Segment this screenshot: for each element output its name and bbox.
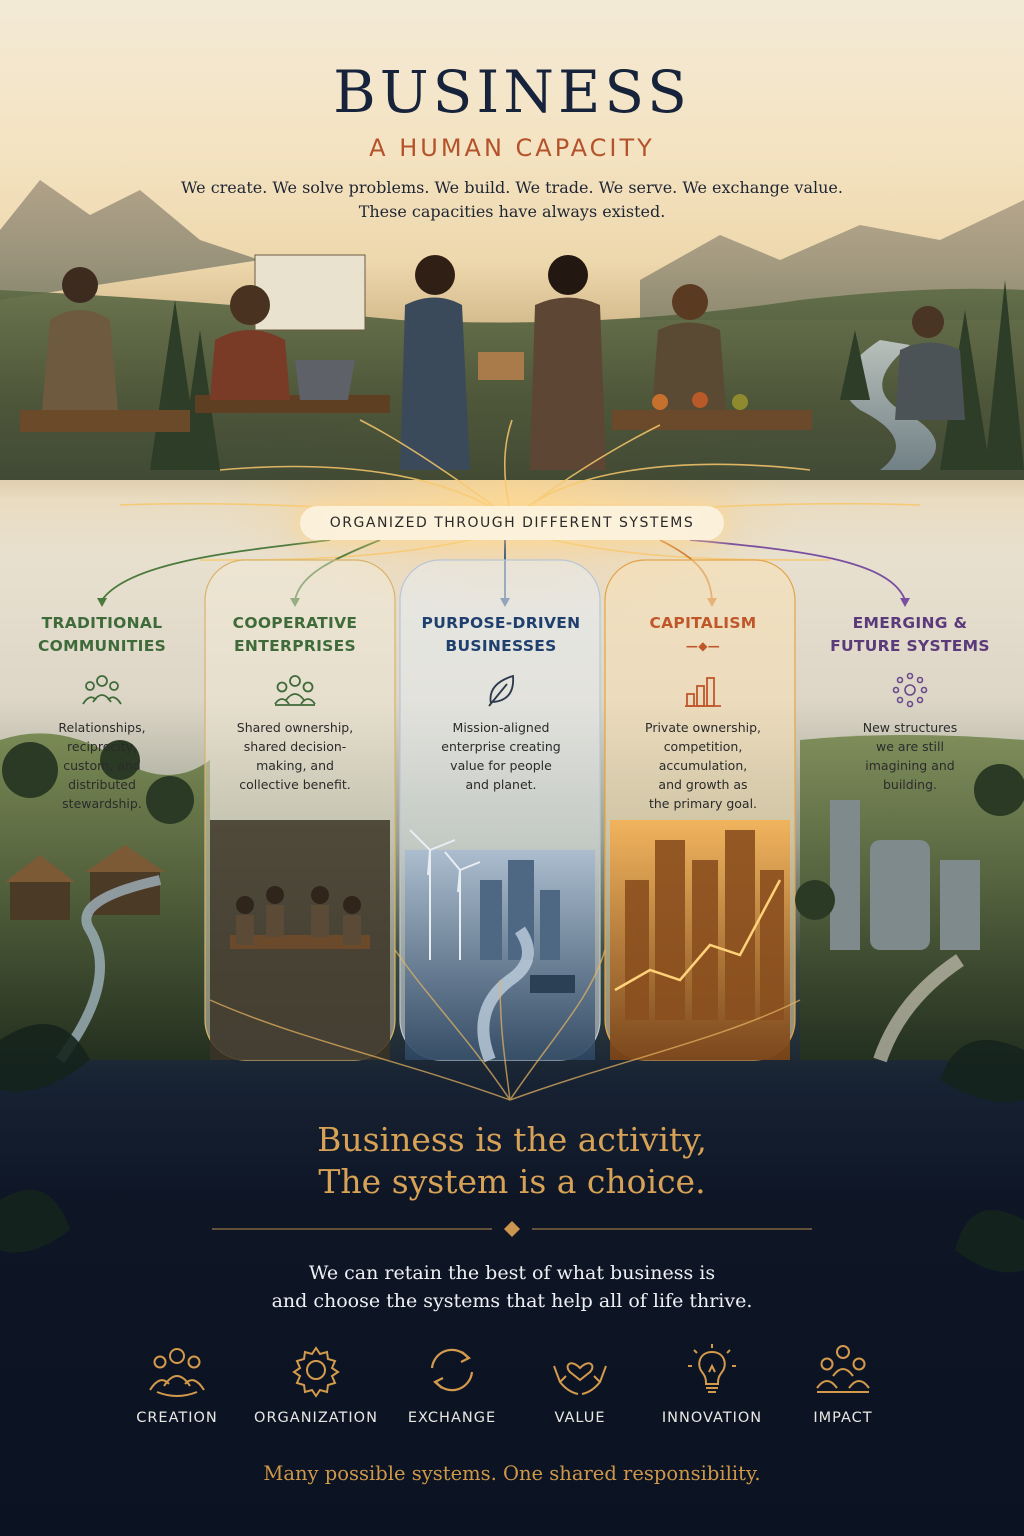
- pillar-value: VALUE: [505, 1342, 655, 1426]
- system-desc-line: custom, and: [63, 758, 141, 773]
- lightbulb-icon: [688, 1344, 736, 1393]
- system-name-line-1: CAPITALISM: [649, 614, 757, 632]
- system-name-line-2: —◆—: [685, 639, 721, 653]
- community-people-icon: [82, 675, 122, 705]
- heart-hands-icon: [553, 1362, 607, 1395]
- system-desc-line: distributed: [68, 777, 136, 792]
- system-desc-line: stewardship.: [62, 796, 142, 811]
- system-name-line-1: COOPERATIVE: [232, 614, 358, 632]
- system-name-line-2: COMMUNITIES: [37, 637, 167, 655]
- people-community-icon: [816, 1345, 870, 1393]
- system-desc-line: and planet.: [465, 777, 537, 792]
- systems-banner: ORGANIZED THROUGH DIFFERENT SYSTEMS: [300, 506, 724, 540]
- system-desc-line: we are still: [876, 739, 944, 754]
- system-name-line-2: BUSINESSES: [445, 637, 557, 655]
- pillar-label: INNOVATION: [661, 1410, 763, 1426]
- people-figures: [20, 254, 965, 470]
- system-desc-line: collective benefit.: [239, 777, 351, 792]
- system-name-line-2: ENTERPRISES: [234, 637, 356, 655]
- system-traditional-communities: TRADITIONAL COMMUNITIES Relationships, r…: [7, 612, 197, 813]
- system-desc-line: Shared ownership,: [236, 720, 354, 735]
- page-subtitle: A HUMAN CAPACITY: [369, 134, 655, 162]
- gear-icon: [292, 1346, 340, 1398]
- system-capitalism: CAPITALISM —◆— Private ownership, compet…: [608, 612, 798, 813]
- pillar-label: IMPACT: [813, 1410, 873, 1426]
- intro-line-1: We create. We solve problems. We build. …: [181, 178, 843, 197]
- system-name-line-1: PURPOSE-DRIVEN: [421, 614, 581, 632]
- system-name-line-1: TRADITIONAL: [41, 614, 163, 632]
- pillar-label: ORGANIZATION: [254, 1410, 378, 1426]
- page-title: BUSINESS: [333, 58, 691, 126]
- intro-line-2: These capacities have always existed.: [358, 202, 666, 221]
- system-desc-line: value for people: [450, 758, 552, 773]
- dotted-circle-icon: [892, 672, 928, 708]
- system-desc-line: accumulation,: [658, 758, 748, 773]
- pillar-organization: ORGANIZATION: [241, 1342, 391, 1426]
- system-emerging-future: EMERGING & FUTURE SYSTEMS New structures…: [810, 612, 1010, 794]
- system-desc-line: enterprise creating: [441, 739, 561, 754]
- leaf-icon: [488, 674, 515, 707]
- system-name-line-1: EMERGING &: [852, 614, 968, 632]
- cycle-arrows-icon: [430, 1348, 474, 1392]
- footer-statement: Many possible systems. One shared respon…: [263, 1462, 761, 1485]
- system-desc-line: the primary goal.: [648, 796, 758, 811]
- pillar-innovation: INNOVATION: [637, 1342, 787, 1426]
- ornamental-divider: [212, 1221, 812, 1237]
- system-desc-line: shared decision-: [243, 739, 347, 754]
- pillar-label: EXCHANGE: [407, 1410, 497, 1426]
- pillar-exchange: EXCHANGE: [377, 1342, 527, 1426]
- closing-line-1: We can retain the best of what business …: [308, 1262, 716, 1284]
- system-desc-line: New structures: [862, 720, 958, 735]
- tagline-line-1: Business is the activity,: [317, 1120, 707, 1159]
- system-desc-line: Relationships,: [58, 720, 146, 735]
- system-desc-line: and growth as: [658, 777, 748, 792]
- people-group-icon: [149, 1348, 205, 1397]
- system-purpose-driven-businesses: PURPOSE-DRIVEN BUSINESSES Mission-aligne…: [403, 612, 599, 794]
- system-name-line-2: FUTURE SYSTEMS: [830, 637, 990, 655]
- tagline-line-2: The system is a choice.: [318, 1162, 706, 1201]
- system-desc-line: competition,: [663, 739, 743, 754]
- system-desc-line: making, and: [256, 758, 334, 773]
- system-desc-line: reciprocity,: [67, 739, 137, 754]
- pillar-label: VALUE: [554, 1410, 606, 1426]
- pillar-creation: CREATION: [102, 1342, 252, 1426]
- closing-line-2: and choose the systems that help all of …: [271, 1290, 753, 1312]
- pillar-label: CREATION: [136, 1410, 218, 1426]
- system-cooperative-enterprises: COOPERATIVE ENTERPRISES Shared ownership…: [200, 612, 390, 794]
- system-desc-line: Private ownership,: [645, 720, 761, 735]
- group-people-icon: [274, 675, 316, 706]
- bar-chart-icon: [685, 677, 721, 707]
- system-desc-line: imagining and: [865, 758, 955, 773]
- system-desc-line: Mission-aligned: [452, 720, 550, 735]
- pillar-impact: IMPACT: [768, 1342, 918, 1426]
- system-desc-line: building.: [882, 777, 938, 792]
